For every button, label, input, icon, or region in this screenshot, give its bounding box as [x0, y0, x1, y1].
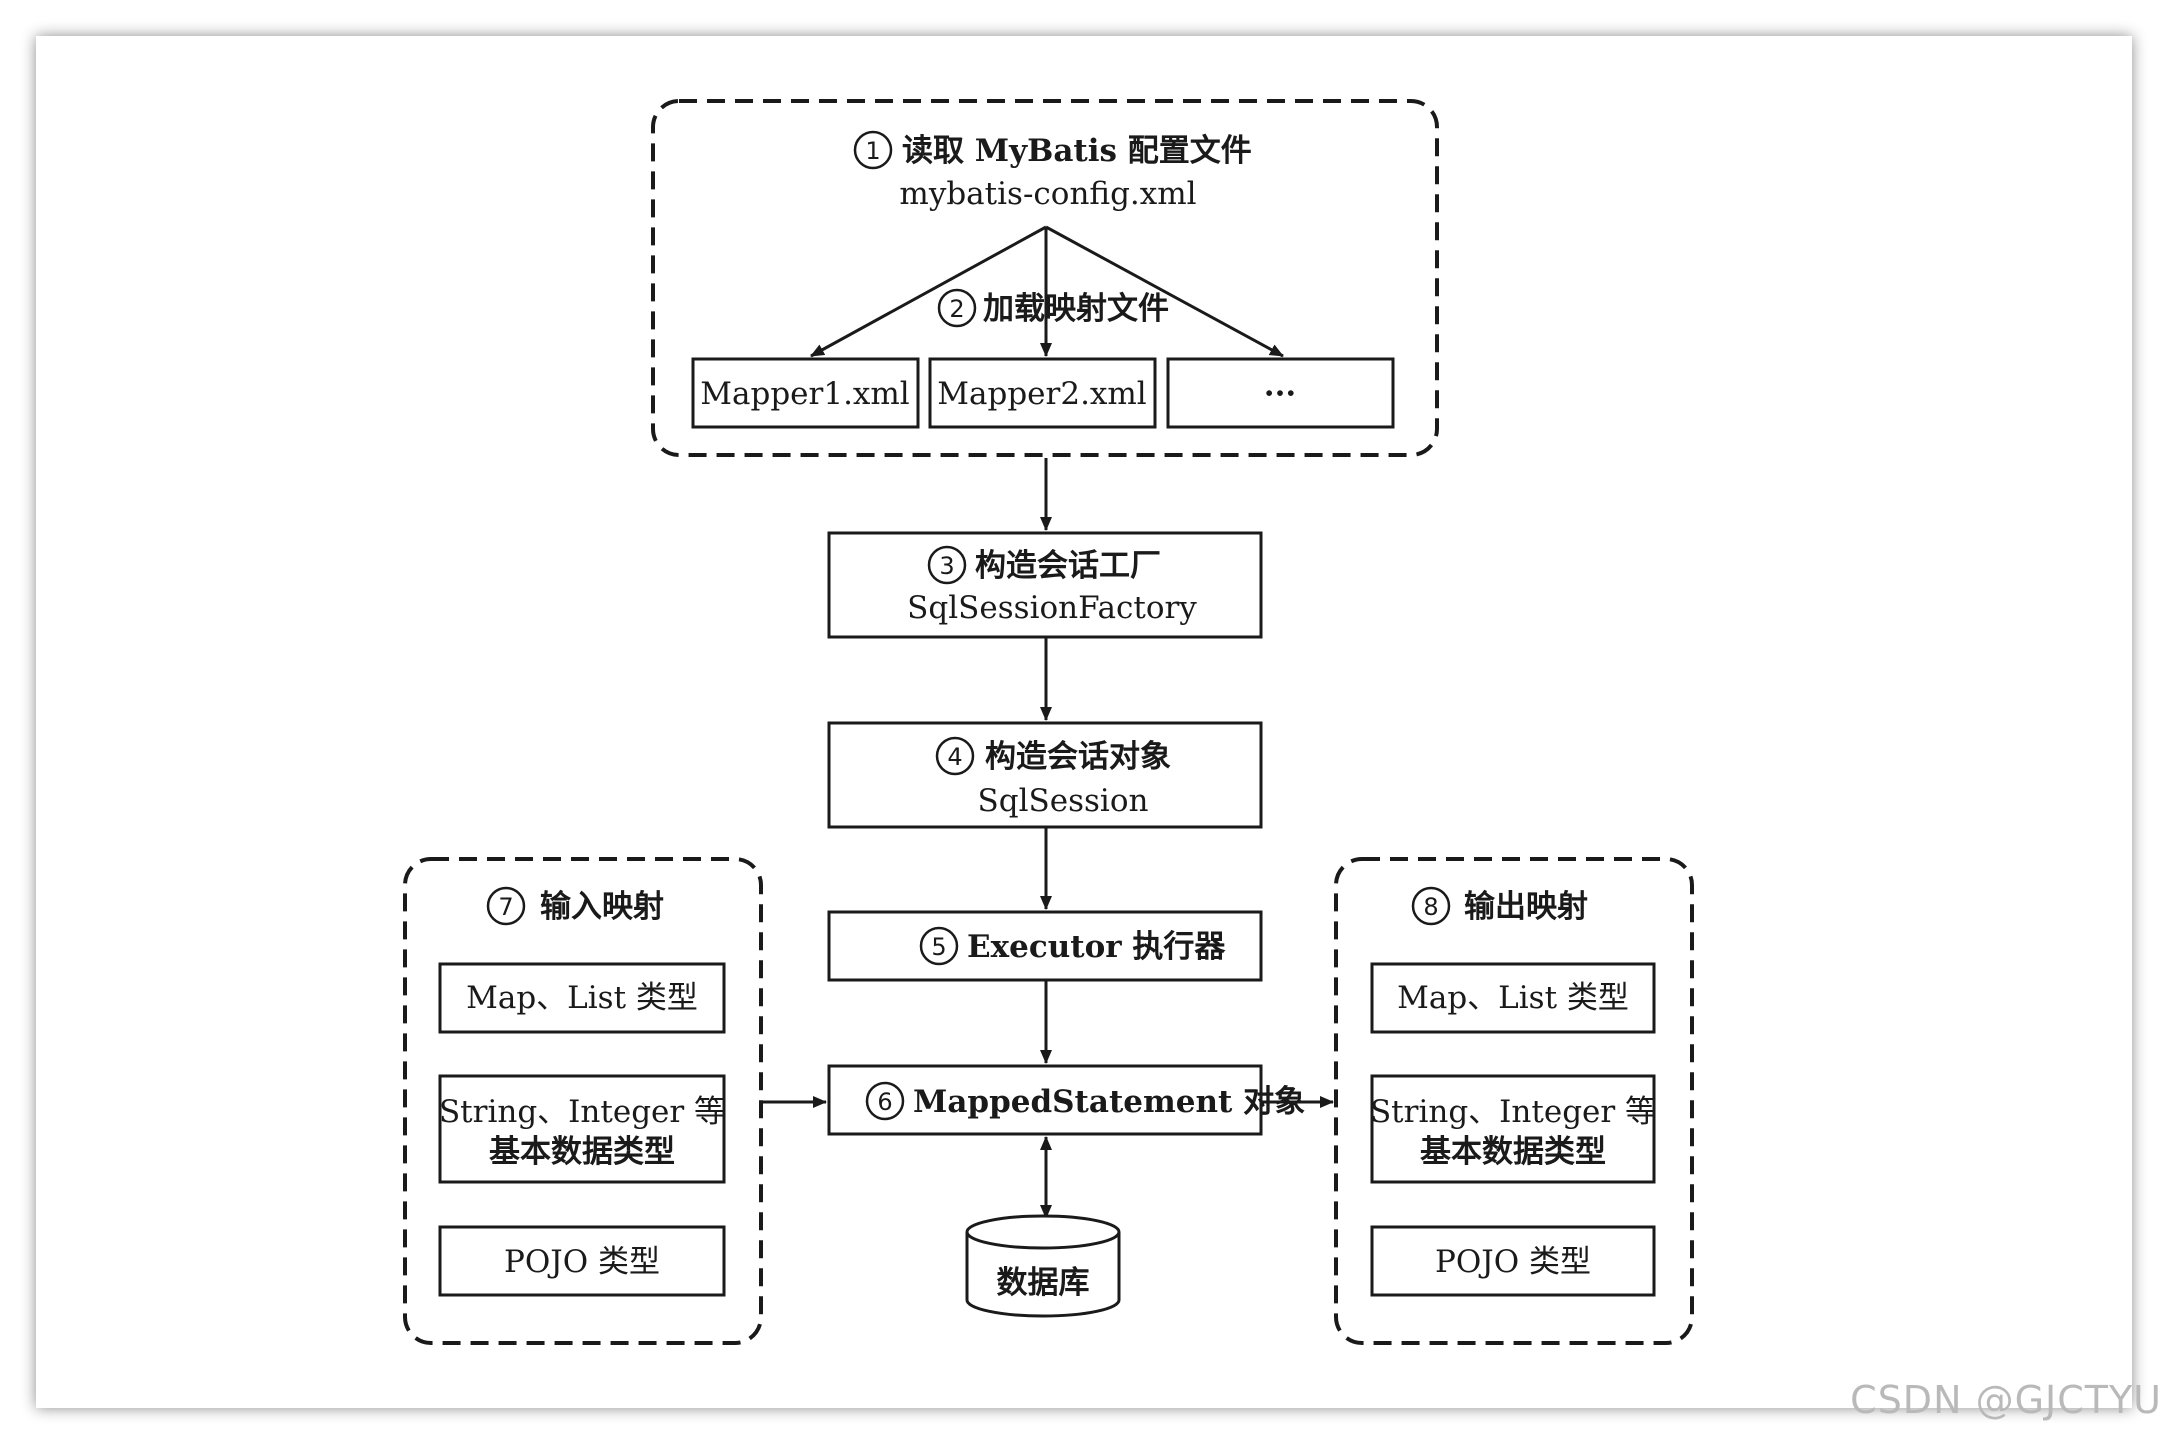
session-box: [827, 721, 1263, 829]
input-basic-types-line1: String、Integer 等: [439, 1094, 725, 1130]
step8-label: 8 输出映射: [1411, 886, 1588, 926]
input-basic-types-box: [438, 1074, 726, 1184]
mapped-statement-box: [827, 1064, 1263, 1136]
step5-title: Executor 执行器: [967, 929, 1226, 965]
input-map-list-box: [438, 962, 726, 1034]
output-basic-types-line1: String、Integer 等: [1370, 1094, 1656, 1130]
step6-number: 6: [877, 1088, 892, 1116]
mapper1-label: Mapper1.xml: [700, 376, 909, 412]
step6-number-badge: [865, 1081, 905, 1121]
step3-label: 3 构造会话工厂: [927, 545, 1161, 585]
step5-number: 5: [931, 933, 946, 961]
step8-number-badge: [1411, 886, 1451, 926]
output-pojo-label: POJO 类型: [1435, 1244, 1591, 1280]
step6-title: MappedStatement 对象: [913, 1084, 1305, 1120]
step1-number-badge: [853, 130, 893, 170]
step4-label: 4 构造会话对象: [935, 736, 1171, 776]
input-map-list-label: Map、List 类型: [466, 980, 698, 1016]
step8-number: 8: [1423, 893, 1438, 921]
step8-title: 输出映射: [1464, 889, 1588, 925]
output-map-list-box: [1370, 962, 1656, 1034]
input-basic-types-line2: 基本数据类型: [489, 1134, 675, 1170]
step1-label: 1 读取 MyBatis 配置文件: [853, 130, 1252, 170]
step2-label: 2 加载映射文件: [937, 288, 1169, 328]
step1-number: 1: [865, 137, 880, 165]
step7-number: 7: [498, 893, 513, 921]
step6-label: 6 MappedStatement 对象: [865, 1081, 1305, 1121]
arrow-to-mapper1: [810, 225, 1047, 358]
step7-label: 7 输入映射: [486, 886, 664, 926]
step2-number-badge: [937, 288, 977, 328]
input-pojo-label: POJO 类型: [504, 1244, 660, 1280]
step5-number-badge: [919, 926, 959, 966]
csdn-watermark: CSDN @GJCTYU: [1850, 1378, 2162, 1422]
output-map-list-label: Map、List 类型: [1397, 980, 1629, 1016]
step3-title: 构造会话工厂: [975, 548, 1161, 584]
step7-number-badge: [486, 886, 526, 926]
step2-title: 加载映射文件: [983, 291, 1169, 327]
mapper1-box: [691, 357, 920, 429]
mapper2-box: [928, 357, 1157, 429]
step3-number: 3: [939, 552, 954, 580]
output-basic-types-box: [1370, 1074, 1656, 1184]
output-pojo-box: [1370, 1225, 1656, 1297]
more-mappers-box: [1166, 357, 1395, 429]
step4-subtitle: SqlSession: [978, 783, 1149, 819]
output-basic-types-line2: 基本数据类型: [1420, 1134, 1606, 1170]
output-mapping-dashed-box: [1334, 857, 1694, 1345]
step7-title: 输入映射: [540, 889, 664, 925]
step2-number: 2: [949, 295, 964, 323]
more-mappers-label: ···: [1264, 376, 1296, 412]
mapper2-label: Mapper2.xml: [937, 376, 1146, 412]
step1-subtitle: mybatis-config.xml: [899, 176, 1196, 212]
step4-number-badge: [935, 736, 975, 776]
step5-label: 5 Executor 执行器: [919, 926, 1226, 966]
executor-box: [827, 910, 1263, 982]
config-group-dashed-box: [651, 99, 1439, 457]
step3-number-badge: [927, 545, 967, 585]
database-label: 数据库: [997, 1265, 1090, 1301]
step4-number: 4: [947, 743, 962, 771]
step4-title: 构造会话对象: [985, 739, 1171, 775]
step3-subtitle: SqlSessionFactory: [907, 590, 1197, 626]
database-cylinder: [965, 1214, 1121, 1318]
input-pojo-box: [438, 1225, 726, 1297]
step1-title: 读取 MyBatis 配置文件: [902, 133, 1252, 169]
arrow-to-more-mappers: [1045, 225, 1284, 358]
